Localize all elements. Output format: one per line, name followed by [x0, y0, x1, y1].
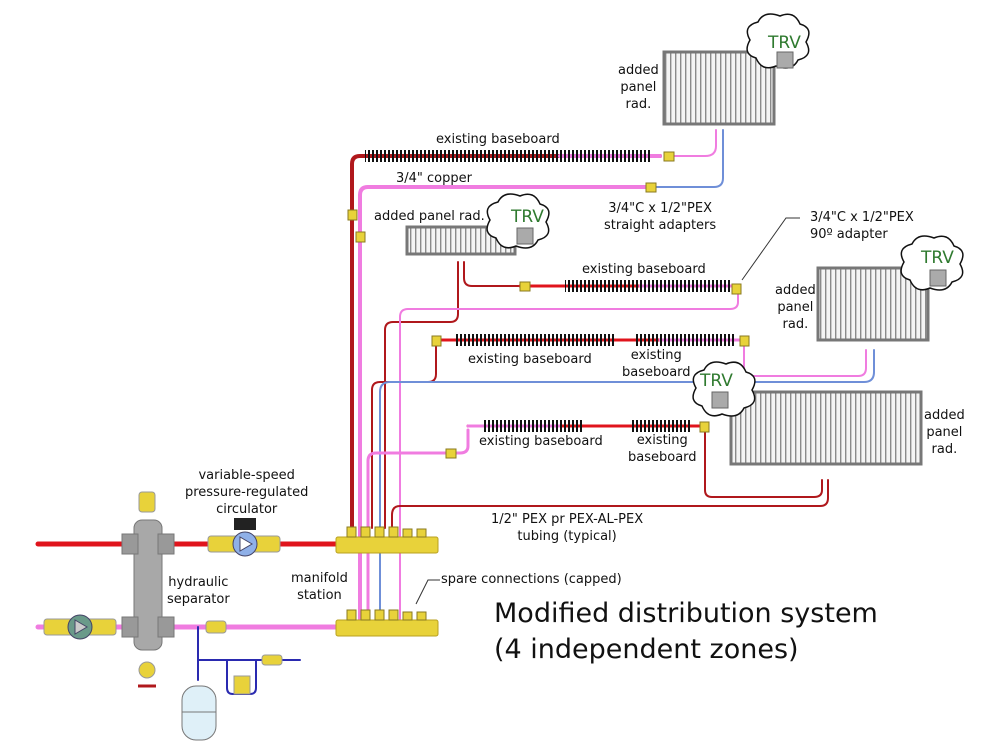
- separator-body: [133, 519, 163, 651]
- manifold-supply: [335, 526, 439, 554]
- trv-heads: [516, 51, 947, 409]
- manifold-return: [335, 609, 439, 637]
- pressure-reducing-valve: [233, 675, 251, 695]
- label-existing-baseboard-6: existing baseboard: [628, 433, 697, 465]
- zone2-rad-to-bb: [463, 261, 621, 287]
- zone4-supply: [391, 479, 829, 529]
- zone1-rad-return: [649, 129, 724, 188]
- adapters: [347, 151, 750, 459]
- baseboard-zone3-b: [635, 334, 735, 346]
- backflow-preventer: [261, 654, 283, 666]
- diagram-title-line1: Modified distribution system: [494, 598, 878, 629]
- zone1-supply: [350, 154, 662, 530]
- label-straight-adapters: 3/4"C x 1/2"PEX straight adapters: [604, 201, 717, 233]
- label-trv-1: TRV: [768, 33, 801, 53]
- expansion-tank: [181, 685, 217, 741]
- trv-valve-4: [711, 391, 729, 409]
- baseboard-zone3-a: [455, 334, 615, 346]
- zone2-return: [399, 291, 739, 629]
- label-added-panel-rad-3: added panel rad.: [775, 283, 816, 332]
- trv-valve-2: [516, 227, 534, 245]
- baseboards: [365, 150, 735, 432]
- air-vent: [138, 491, 156, 513]
- label-added-panel-rad-1: added panel rad.: [618, 63, 659, 112]
- callout-arrows: [415, 217, 800, 605]
- label-existing-baseboard-3: existing baseboard: [468, 352, 592, 367]
- baseboard-top: [365, 150, 651, 162]
- zone2-supply: [384, 261, 459, 529]
- zone1-rad-link: [671, 129, 717, 157]
- drain-valve: [138, 661, 156, 679]
- trv-valve-1: [776, 51, 794, 69]
- zone3-return: [379, 349, 875, 629]
- hydraulic-separator: [121, 491, 175, 688]
- label-trv-2: TRV: [511, 207, 544, 227]
- label-copper: 3/4" copper: [396, 171, 472, 186]
- arrow-spare-connections: [415, 579, 440, 605]
- zone3-to-rad: [743, 345, 867, 377]
- circulator-return: [43, 614, 117, 640]
- label-spare-connections: spare connections (capped): [441, 572, 622, 587]
- zone3-supply: [371, 341, 437, 529]
- label-tubing: 1/2" PEX pr PEX-AL-PEX tubing (typical): [491, 512, 644, 544]
- label-trv-3: TRV: [921, 248, 954, 268]
- zone4-rad-to-bb: [704, 429, 823, 498]
- baseboard-zone4-a: [484, 420, 584, 432]
- baseboard-zone2: [565, 280, 732, 292]
- panel-radiator-large: [729, 390, 923, 466]
- label-trv-4: TRV: [700, 371, 733, 391]
- trv-cloud-3: [900, 235, 964, 291]
- label-existing-baseboard-4: existing baseboard: [622, 348, 691, 380]
- circulator-supply: [207, 518, 281, 557]
- zone4-return-link: [366, 428, 470, 630]
- trv-valve-3: [929, 269, 947, 287]
- label-existing-baseboard-2: existing baseboard: [582, 262, 706, 277]
- trv-cloud-4: [692, 361, 756, 417]
- check-valve: [205, 620, 227, 634]
- label-circulator: variable-speed pressure-regulated circul…: [185, 468, 309, 517]
- panel-radiator-top: [662, 50, 776, 126]
- label-added-panel-rad-2: added panel rad.: [374, 209, 485, 224]
- diagram-title-line2: (4 independent zones): [494, 634, 799, 665]
- label-manifold-station: manifold station: [291, 571, 348, 603]
- label-hydraulic-separator: hydraulic separator: [167, 575, 230, 607]
- label-added-panel-rad-4: added panel rad.: [924, 408, 965, 457]
- arrow-angle-adapter: [741, 217, 800, 281]
- zone1-return: [358, 185, 652, 630]
- radiators: [405, 50, 930, 466]
- label-existing-baseboard-5: existing baseboard: [479, 434, 603, 449]
- baseboard-zone4-b: [632, 420, 690, 432]
- label-angle-adapter: 3/4"C x 1/2"PEX 90º adapter: [810, 210, 914, 242]
- label-existing-baseboard-1: existing baseboard: [436, 132, 560, 147]
